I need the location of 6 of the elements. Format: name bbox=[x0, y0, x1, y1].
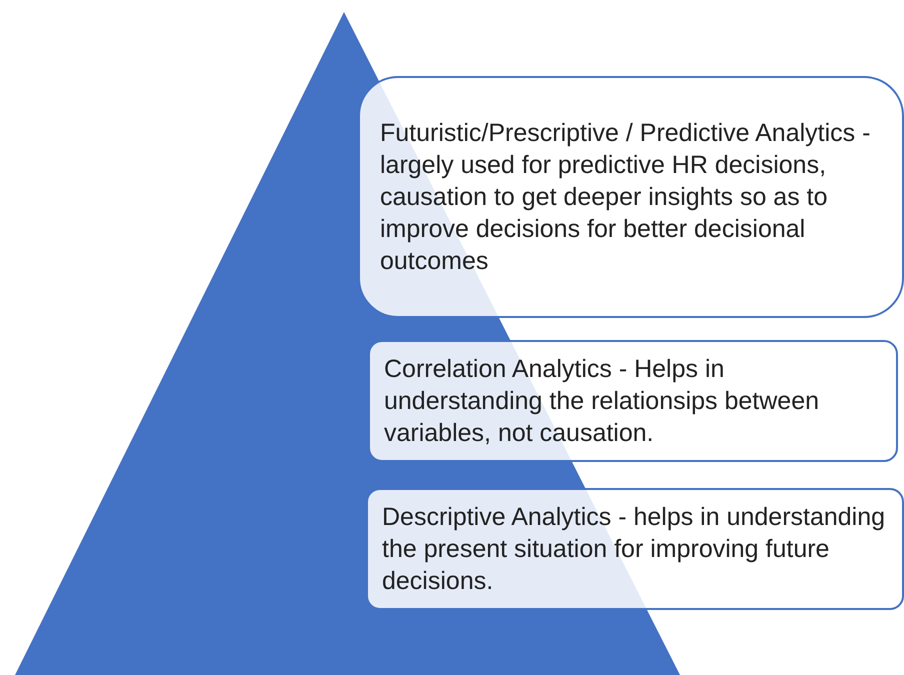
description-text: Correlation Analytics - Helps in understanding the relationsips between variables, not causation. bbox=[384, 354, 820, 449]
text-box bbox=[366, 488, 904, 610]
text-box bbox=[358, 76, 904, 318]
description-text: Futuristic/Prescriptive / Predictive Analytics - largely used for predictive HR decisions, causation to get deeper insights so as to improve decisions for better decisional outcomes bbox=[380, 118, 872, 277]
description-text: Descriptive Analytics - helps in understanding the present situation for improving future decisions. bbox=[382, 502, 886, 597]
text-box bbox=[368, 340, 898, 462]
